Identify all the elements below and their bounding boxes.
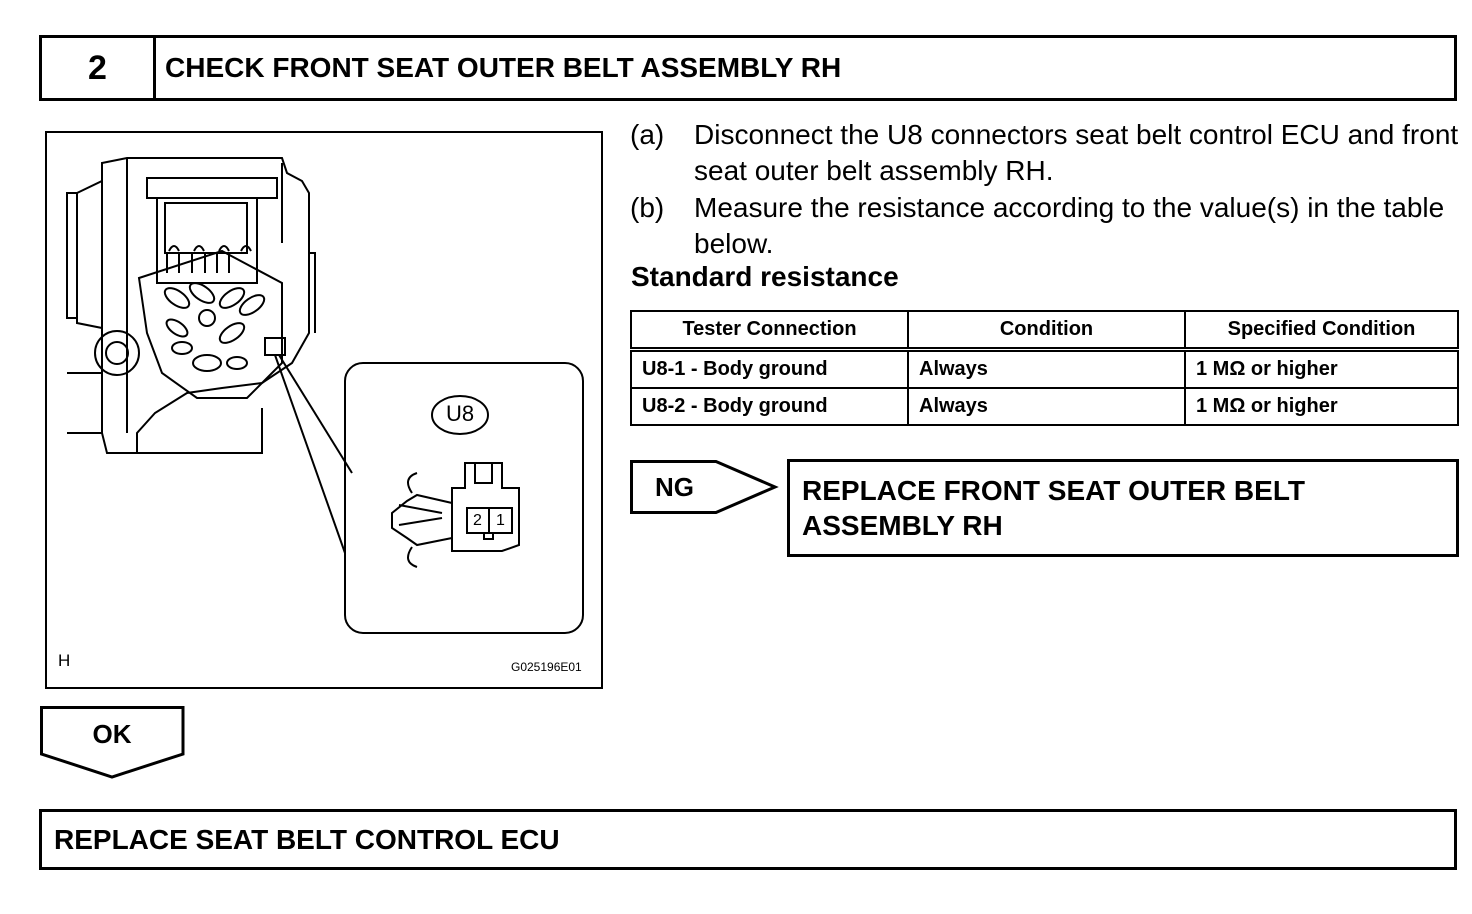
u8-connector-label: U8	[445, 401, 475, 426]
table-row: U8-1 - Body ground Always 1 MΩ or higher	[630, 348, 1459, 389]
table-cell: U8-2 - Body ground	[630, 387, 909, 426]
ok-result-box: REPLACE SEAT BELT CONTROL ECU	[39, 809, 1457, 870]
instruction-label: (b)	[630, 192, 665, 223]
seat-belt-ecu-drawing	[66, 157, 584, 634]
standard-resistance-title: Standard resistance	[631, 261, 899, 292]
ng-result-box: REPLACE FRONT SEAT OUTER BELT ASSEMBLY R…	[787, 459, 1459, 557]
ok-arrow	[40, 706, 185, 779]
pin-number-1: 1	[496, 512, 505, 529]
table-cell: 1 MΩ or higher	[1184, 387, 1459, 426]
step-header: 2 CHECK FRONT SEAT OUTER BELT ASSEMBLY R…	[39, 35, 1457, 101]
pin-number-2: 2	[473, 512, 482, 529]
table-header-row: Tester Connection Condition Specified Co…	[630, 310, 1459, 352]
instruction-text: Disconnect the U8 connectors seat belt c…	[694, 119, 1459, 186]
ng-arrow	[630, 460, 779, 514]
instruction-text: Measure the resistance according to the …	[694, 192, 1445, 259]
table-header: Specified Condition	[1184, 310, 1459, 352]
table-cell: 1 MΩ or higher	[1184, 348, 1459, 389]
table-cell: Always	[907, 348, 1186, 389]
table-header: Condition	[907, 310, 1186, 352]
resistance-table: Tester Connection Condition Specified Co…	[630, 310, 1459, 426]
table-header: Tester Connection	[630, 310, 909, 352]
instruction-b: (b) Measure the resistance according to …	[630, 190, 1460, 262]
instruction-a: (a) Disconnect the U8 connectors seat be…	[630, 117, 1460, 189]
figure-code: G025196E01	[511, 660, 582, 674]
ng-label: NG	[655, 472, 694, 502]
ok-label: OK	[92, 719, 132, 749]
step-title: CHECK FRONT SEAT OUTER BELT ASSEMBLY RH	[165, 52, 842, 83]
table-row: U8-2 - Body ground Always 1 MΩ or higher	[630, 387, 1459, 426]
step-number: 2	[42, 38, 156, 98]
instruction-label: (a)	[630, 119, 665, 150]
connector-illustration: U8 2 1 H G025196E01	[45, 131, 603, 689]
table-cell: U8-1 - Body ground	[630, 348, 909, 389]
figure-corner-label: H	[58, 651, 71, 670]
table-cell: Always	[907, 387, 1186, 426]
